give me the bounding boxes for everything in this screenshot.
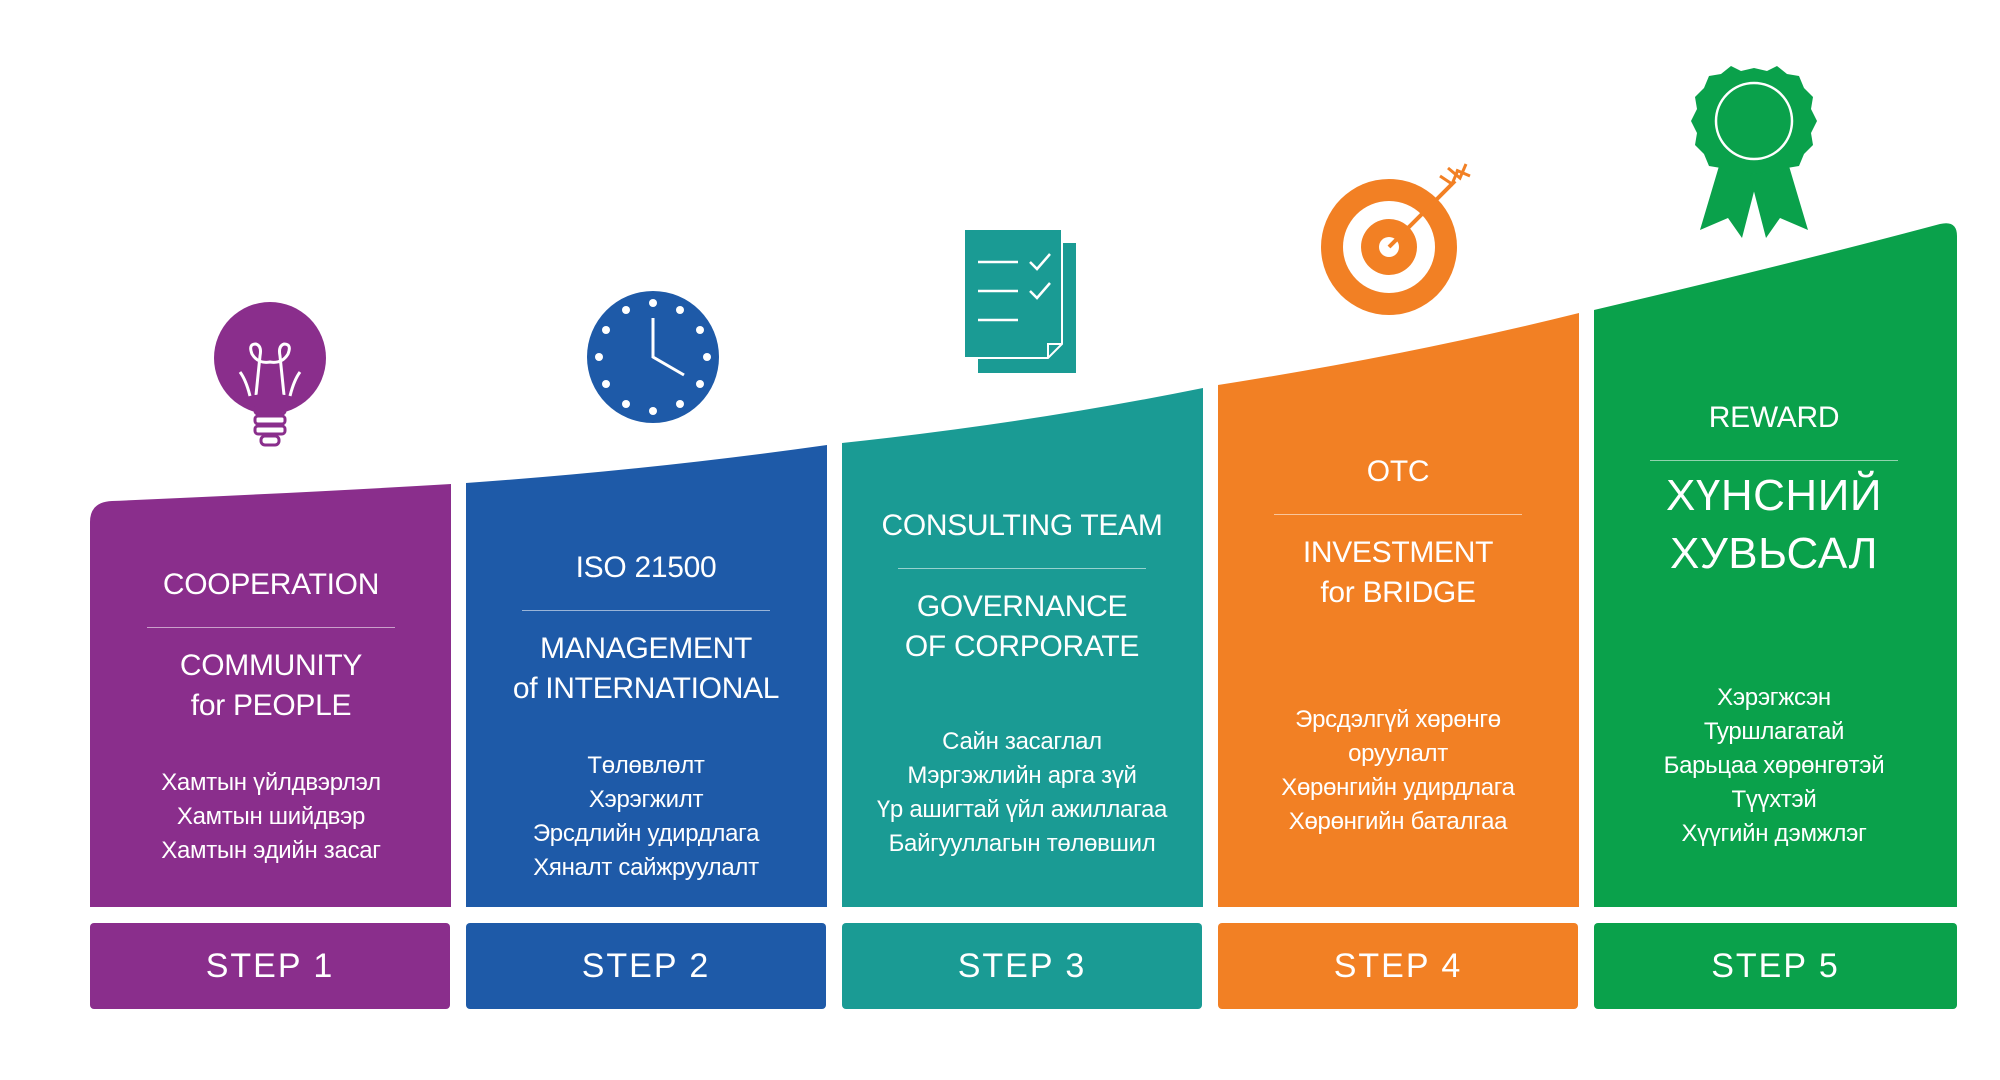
step-2-tag: Төлөвлөлт xyxy=(587,752,705,779)
step-5-heading: REWARD xyxy=(1708,401,1840,434)
step-1-label: STEP 1 xyxy=(90,923,450,1009)
lightbulb-icon xyxy=(214,302,326,447)
step-2-content: ISO 21500 MANAGEMENT of INTERNATIONAL Тө… xyxy=(466,548,826,885)
step-4-panel xyxy=(1218,313,1579,907)
step-3-subtitle-line-2: OF CORPORATE xyxy=(904,630,1140,663)
step-4-tag: Хөрөнгийн баталгаа xyxy=(1288,808,1508,835)
step-3-tag: Сайн засаглал xyxy=(942,728,1102,755)
step-5-subtitle-line-2: ХУВЬСАЛ xyxy=(1669,529,1879,578)
step-4-content: OTC INVESTMENT for BRIDGE Эрсдэлгүй хөрө… xyxy=(1218,452,1578,839)
step-3-tag: Байгууллагын төлөвшил xyxy=(888,830,1156,857)
step-4-tag: Хөрөнгийн удирдлага xyxy=(1281,774,1515,801)
step-1-tag: Хамтын эдийн засаг xyxy=(161,837,381,864)
clock-icon xyxy=(587,291,719,423)
step-4-divider xyxy=(1274,514,1522,515)
step-5-divider xyxy=(1650,460,1898,461)
step-4-subtitle-line-2: for BRIDGE xyxy=(1320,576,1476,609)
step-5-label: STEP 5 xyxy=(1594,923,1957,1009)
step-3-heading: CONSULTING TEAM xyxy=(881,509,1163,542)
step-1-content: COOPERATION COMMUNITY for PEOPLE Хамтын … xyxy=(91,565,451,868)
step-1-tags: Хамтын үйлдвэрлэл Хамтын шийдвэр Хамтын … xyxy=(91,766,451,868)
step-5-tag: Туршлагатай xyxy=(1703,718,1845,745)
target-arrow-icon xyxy=(1321,163,1471,315)
award-ribbon-icon xyxy=(1691,66,1817,238)
step-2-tag: Хяналт сайжруулалт xyxy=(533,854,759,881)
step-4-label: STEP 4 xyxy=(1218,923,1578,1009)
step-4-heading: OTC xyxy=(1366,455,1430,488)
step-1-tag: Хамтын шийдвэр xyxy=(176,803,366,830)
step-5-tag: Барьцаа хөрөнгөтэй xyxy=(1663,752,1885,779)
step-3-tags: Сайн засаглал Мэргэжлийн арга зүй Үр аши… xyxy=(842,725,1202,861)
step-2-heading: ISO 21500 xyxy=(575,551,717,584)
step-3-subtitle-line-1: GOVERNANCE xyxy=(916,590,1128,623)
step-4-tags: Эрсдэлгүй хөрөнгө оруулалт Хөрөнгийн уди… xyxy=(1218,703,1578,839)
step-3-divider xyxy=(898,568,1146,569)
step-4-subtitle-line-1: INVESTMENT xyxy=(1302,536,1494,569)
step-3-content: CONSULTING TEAM GOVERNANCE OF CORPORATE … xyxy=(842,506,1202,861)
step-3-label: STEP 3 xyxy=(842,923,1202,1009)
step-2-panel xyxy=(466,445,827,907)
step-2-tag: Хэрэгжилт xyxy=(588,786,704,813)
step-5-tag: Хүүгийн дэмжлэг xyxy=(1681,820,1867,847)
step-5-tag: Хэрэгжсэн xyxy=(1717,684,1831,711)
step-4-tag: Эрсдэлгүй хөрөнгө xyxy=(1295,706,1501,733)
step-1-subtitle-line-2: for PEOPLE xyxy=(190,689,352,722)
step-1-divider xyxy=(147,627,395,628)
step-2-subtitle-line-1: MANAGEMENT xyxy=(539,632,752,665)
step-2-label: STEP 2 xyxy=(466,923,826,1009)
step-5-tags: Хэрэгжсэн Туршлагатай Барьцаа хөрөнгөтэй… xyxy=(1594,681,1954,851)
step-1-heading: COOPERATION xyxy=(162,568,380,601)
step-5-content: REWARD ХҮНСНИЙ ХУВЬСАЛ Хэрэгжсэн Туршлаг… xyxy=(1594,398,1954,851)
step-3-tag: Үр ашигтай үйл ажиллагаа xyxy=(876,796,1168,823)
step-5-panel xyxy=(1594,223,1957,907)
step-2-tags: Төлөвлөлт Хэрэгжилт Эрсдлийн удирдлага Х… xyxy=(466,749,826,885)
step-3-panel xyxy=(842,388,1203,907)
checklist-document-icon xyxy=(963,228,1076,373)
step-1-subtitle-line-1: COMMUNITY xyxy=(179,649,363,682)
step-5-tag: Түүхтэй xyxy=(1731,786,1817,813)
step-2-tag: Эрсдлийн удирдлага xyxy=(532,820,760,847)
step-2-divider xyxy=(522,610,770,611)
step-1-panel xyxy=(90,484,451,907)
step-2-subtitle-line-2: of INTERNATIONAL xyxy=(512,672,780,705)
step-4-tag: оруулалт xyxy=(1348,740,1448,767)
step-5-subtitle-line-1: ХҮНСНИЙ xyxy=(1666,471,1882,520)
step-1-tag: Хамтын үйлдвэрлэл xyxy=(161,769,381,796)
step-3-tag: Мэргэжлийн арга зүй xyxy=(907,762,1137,789)
